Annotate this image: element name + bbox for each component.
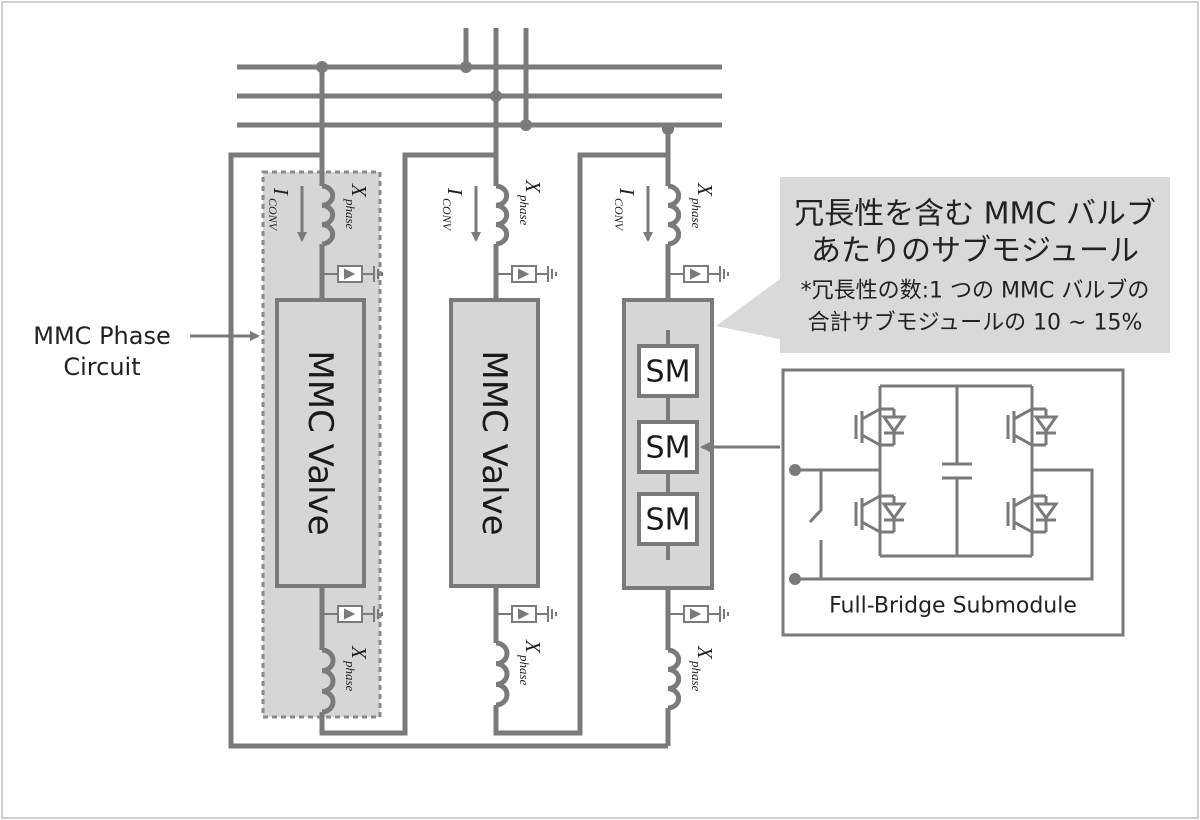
sm-label-2: SM — [646, 431, 691, 466]
sm-box-1 — [637, 344, 699, 398]
full-bridge-box — [781, 368, 1125, 637]
mmc-valve-1 — [275, 298, 366, 588]
current-arrows — [297, 186, 653, 242]
surge-arrester-icon — [496, 265, 557, 283]
surge-arrester-icon — [322, 265, 383, 283]
igbt-diode-icon — [854, 407, 907, 447]
iconv-main: I — [269, 187, 293, 196]
callout-box — [780, 177, 1170, 353]
junction-node-icon — [520, 119, 532, 131]
xphase-main: X — [521, 639, 545, 654]
inductor-coil-icon — [667, 647, 682, 711]
mmc-valve-2 — [449, 298, 540, 588]
xphase-sub: phase — [517, 654, 532, 686]
inductor-coil-icon — [495, 183, 510, 247]
full-bridge-wiring — [795, 384, 1094, 581]
sm-label-3: SM — [646, 503, 691, 538]
iconv-sub: CONV — [440, 198, 454, 232]
ac-bus — [237, 28, 722, 128]
inductor-coil-icon — [495, 640, 510, 708]
bus-nodes — [316, 61, 674, 135]
full-bridge-label: Full-Bridge Submodule — [829, 594, 1077, 619]
inductor-coil-icon — [321, 647, 336, 715]
dc-loops — [228, 152, 668, 749]
surge-arrester-icon — [668, 605, 729, 623]
inductors — [321, 183, 682, 715]
terminal-node-top — [789, 464, 801, 476]
sm-box-2 — [637, 420, 699, 474]
igbt-diode-icon — [1006, 407, 1059, 447]
surge-arresters — [322, 265, 729, 623]
igbt-diode-icon — [854, 494, 907, 534]
iconv-label-2: I CONV — [440, 187, 467, 232]
xphase-label-2: X phase — [517, 179, 545, 226]
sm-label-1: SM — [646, 355, 691, 390]
callout-pointer — [716, 276, 784, 340]
inductor-coil-icon — [667, 183, 682, 247]
xphase-sub: phase — [343, 660, 358, 692]
capacitor-icon — [942, 462, 972, 480]
callout-note-1: *冗長性の数:1 つの MMC バルブの — [801, 279, 1150, 304]
xphase-main: X — [521, 179, 545, 194]
igbt-group — [854, 407, 1059, 534]
xphase-label-4: X phase — [343, 645, 371, 692]
full-bridge-submodule: Full-Bridge Submodule — [781, 368, 1125, 637]
xphase-main: X — [693, 645, 717, 660]
xphase-main: X — [347, 183, 371, 198]
mmc-valve-2-label: MMC Valve — [474, 350, 514, 535]
surge-arrester-icon — [322, 605, 383, 623]
callout-note-2: 合計サブモジュールの 10 ~ 15% — [808, 311, 1143, 336]
xphase-sub: phase — [689, 197, 704, 229]
callout-title-2: あたりのサブモジュール — [811, 234, 1139, 269]
xphase-label-3: X phase — [689, 182, 717, 229]
phase-circuit-label-2: Circuit — [63, 353, 140, 381]
xphase-sub: phase — [343, 198, 358, 230]
surge-arrester-icon — [496, 605, 557, 623]
terminal-node-bottom — [789, 573, 801, 585]
phase-circuit-label-1: MMC Phase — [33, 322, 170, 350]
callout-title-1: 冗長性を含む MMC バルブ — [794, 197, 1156, 232]
callout: 冗長性を含む MMC バルブ あたりのサブモジュール *冗長性の数:1 つの M… — [716, 177, 1170, 353]
xphase-main: X — [693, 182, 717, 197]
surge-arrester-icon — [668, 265, 729, 283]
iconv-main: I — [615, 187, 639, 196]
mmc-valve-1-label: MMC Valve — [300, 350, 340, 535]
inductor-coil-icon — [321, 183, 336, 247]
iconv-sub: CONV — [612, 198, 626, 232]
igbt-diode-icon — [1006, 494, 1059, 534]
xphase-sub: phase — [517, 194, 532, 226]
sm-box-3 — [637, 492, 699, 546]
iconv-label-1: I CONV — [266, 187, 293, 232]
xphase-label-6: X phase — [689, 645, 717, 692]
xphase-label-1: X phase — [343, 183, 371, 230]
xphase-label-5: X phase — [517, 639, 545, 686]
xphase-sub: phase — [689, 660, 704, 692]
iconv-label-3: I CONV — [612, 187, 639, 232]
iconv-sub: CONV — [266, 198, 280, 232]
junction-node-icon — [460, 61, 472, 73]
iconv-main: I — [443, 187, 467, 196]
phase-conductors — [319, 67, 671, 746]
xphase-main: X — [347, 645, 371, 660]
